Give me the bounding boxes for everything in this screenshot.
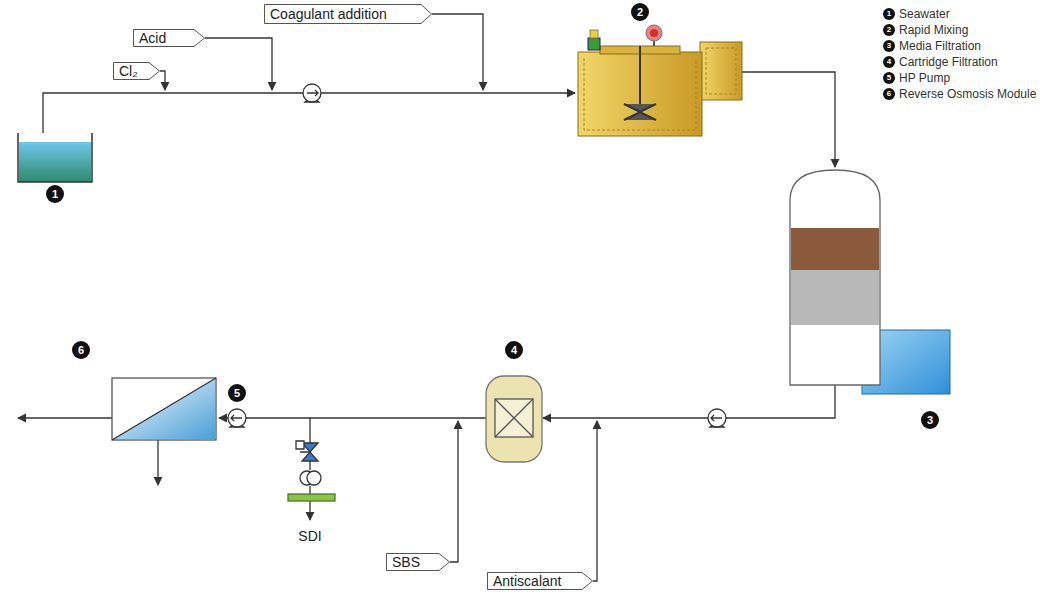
pipe xyxy=(309,501,310,520)
pipe xyxy=(742,72,835,167)
callout-number: 5 xyxy=(228,384,246,402)
pipe xyxy=(309,418,310,443)
legend-bullet: 1 xyxy=(883,8,895,20)
callout-number: 6 xyxy=(72,341,90,359)
pipe xyxy=(543,385,835,418)
sdi-sampling xyxy=(288,441,335,501)
flag-text: Coagulant addition xyxy=(270,7,416,21)
legend-bullet: 4 xyxy=(883,56,895,68)
feed-line xyxy=(160,71,165,90)
legend-bullet: 6 xyxy=(883,88,895,100)
feed-line xyxy=(432,14,483,90)
pipe xyxy=(18,417,112,418)
legend-text: Rapid Mixing xyxy=(899,23,968,37)
pipe xyxy=(309,461,310,470)
flag-text: Acid xyxy=(139,31,189,45)
legend-bullet: 2 xyxy=(883,24,895,36)
feed-line xyxy=(593,421,597,581)
legend-text: HP Pump xyxy=(899,71,950,85)
rapid-mixer xyxy=(578,25,742,136)
media-filter xyxy=(790,170,950,394)
seawater xyxy=(19,142,91,182)
pipe xyxy=(309,486,310,494)
sdi-label: SDI xyxy=(296,528,323,544)
legend-bullet: 5 xyxy=(883,72,895,84)
chemical-dosing-flag: Coagulant addition xyxy=(264,4,432,24)
callout-number: 4 xyxy=(505,341,523,359)
callout-number: 3 xyxy=(921,411,939,429)
feed-line xyxy=(450,421,458,562)
legend-text: Reverse Osmosis Module xyxy=(899,87,1036,101)
pipe xyxy=(219,417,486,418)
legend-bullet: 3 xyxy=(883,40,895,52)
hp-pump-symbol xyxy=(228,409,246,427)
pump-symbol xyxy=(708,409,726,427)
callout-number: 1 xyxy=(46,185,64,203)
legend-text: Media Filtration xyxy=(899,39,981,53)
flag-text: Antiscalant xyxy=(493,574,577,588)
pipe xyxy=(157,440,158,485)
ro-module xyxy=(112,378,216,440)
chemical-dosing-flag: Acid xyxy=(133,29,205,47)
flag-text: SBS xyxy=(392,555,434,569)
chemical-dosing-flag: Antiscalant xyxy=(487,572,593,590)
legend-text: Seawater xyxy=(899,7,950,21)
legend-text: Cartridge Filtration xyxy=(899,55,998,69)
flag-text: Cl₂ xyxy=(119,64,144,78)
callout-number: 2 xyxy=(631,3,649,21)
chemical-dosing-flag: Cl₂ xyxy=(113,62,160,80)
pump-symbol xyxy=(303,84,321,102)
feed-line xyxy=(205,38,272,90)
seawater-tank xyxy=(18,133,92,182)
cartridge-filter xyxy=(486,376,542,462)
chemical-dosing-flag: SBS xyxy=(386,553,450,571)
